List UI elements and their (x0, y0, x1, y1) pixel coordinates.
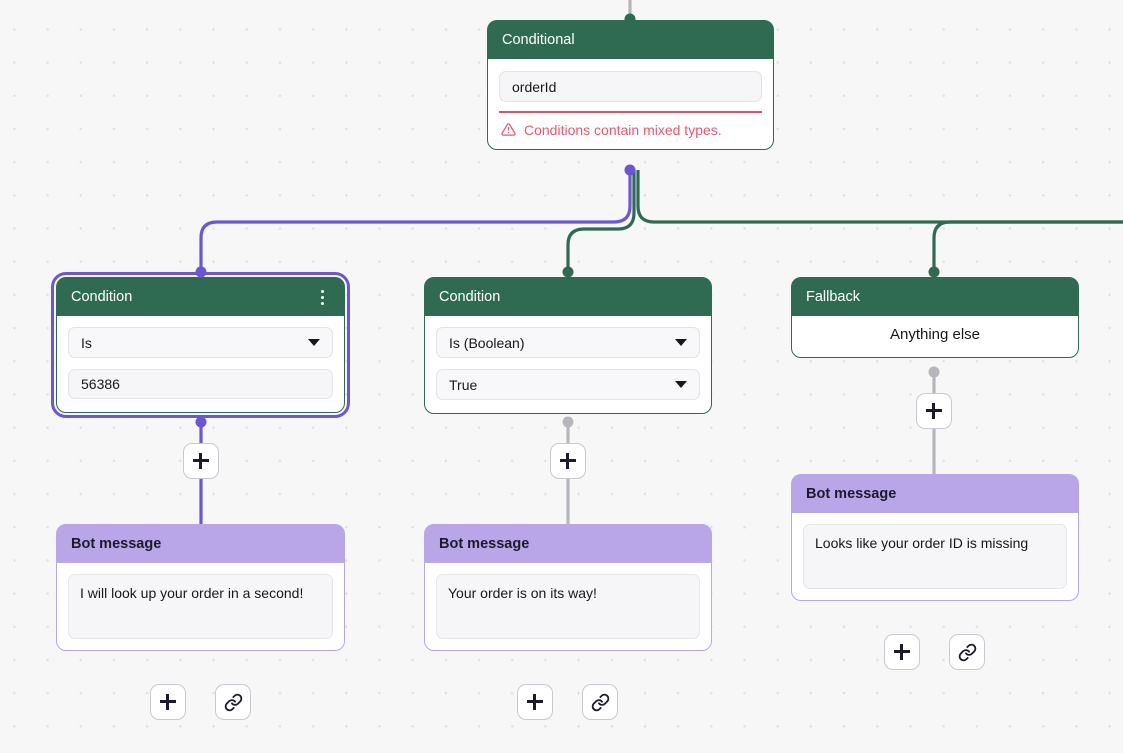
node-bot-message-left[interactable]: Bot message I will look up your order in… (56, 524, 345, 651)
handle-condition-middle-top (562, 266, 574, 278)
node-conditional-title: Conditional (502, 32, 575, 48)
chevron-down-icon (675, 381, 687, 388)
link-node-button-fallback-end[interactable] (949, 634, 985, 670)
link-node-button-middle-end[interactable] (582, 684, 618, 720)
edge-conditional-right-trunk (636, 170, 1123, 224)
link-icon (591, 693, 609, 711)
add-node-button-fallback-branch[interactable] (916, 393, 952, 429)
chevron-down-icon (308, 339, 320, 346)
plus-icon (193, 453, 209, 469)
node-fallback-title: Fallback (806, 289, 860, 305)
link-icon (958, 643, 976, 661)
conditional-error-text: Conditions contain mixed types. (524, 121, 722, 138)
node-bot-message-right-header: Bot message (792, 475, 1078, 513)
node-bot-message-middle[interactable]: Bot message Your order is on its way! (424, 524, 712, 651)
handle-conditional-bottom (624, 164, 636, 176)
node-condition-left-header: Condition (57, 278, 344, 316)
plus-icon (160, 694, 176, 710)
node-bot-message-right-title: Bot message (806, 486, 897, 502)
condition-left-value-input[interactable]: 56386 (68, 369, 333, 399)
handle-condition-middle-bottom (562, 416, 574, 428)
plus-icon (560, 453, 576, 469)
handle-fallback-bottom (928, 366, 940, 378)
warning-triangle-icon (501, 122, 516, 136)
add-node-button-middle-end[interactable] (517, 684, 553, 720)
plus-icon (926, 403, 942, 419)
conditional-error: Conditions contain mixed types. (499, 113, 762, 142)
node-condition-middle-body: Is (Boolean) True (425, 316, 711, 413)
more-vertical-icon[interactable] (314, 288, 330, 306)
conditional-variable-input[interactable]: orderId (499, 71, 762, 102)
node-condition-left-title: Condition (71, 289, 133, 305)
node-bot-message-left-body: I will look up your order in a second! (57, 563, 344, 650)
handle-condition-left-bottom (195, 416, 207, 428)
plus-icon (527, 694, 543, 710)
plus-icon (894, 644, 910, 660)
condition-middle-operator-value: Is (Boolean) (449, 334, 525, 351)
add-node-button-left-branch[interactable] (183, 443, 219, 479)
node-condition-middle-header: Condition (425, 278, 711, 316)
node-bot-message-left-header: Bot message (57, 525, 344, 563)
error-divider (499, 111, 762, 113)
node-conditional-header: Conditional (488, 21, 773, 59)
bot-message-right-text[interactable]: Looks like your order ID is missing (803, 524, 1067, 589)
node-bot-message-middle-title: Bot message (439, 536, 530, 552)
chevron-down-icon (675, 339, 687, 346)
node-bot-message-middle-body: Your order is on its way! (425, 563, 711, 650)
node-bot-message-right[interactable]: Bot message Looks like your order ID is … (791, 474, 1079, 601)
node-condition-middle-title: Condition (439, 289, 501, 305)
bot-message-left-text[interactable]: I will look up your order in a second! (68, 574, 333, 639)
node-condition-middle[interactable]: Condition Is (Boolean) True (424, 277, 712, 414)
node-bot-message-left-title: Bot message (71, 536, 162, 552)
link-node-button-left-end[interactable] (215, 684, 251, 720)
node-fallback-header: Fallback (792, 278, 1078, 316)
add-node-button-middle-branch[interactable] (550, 443, 586, 479)
condition-left-operator-select[interactable]: Is (68, 327, 333, 358)
node-conditional[interactable]: Conditional orderId Conditions contain m… (487, 20, 774, 151)
node-condition-left-body: Is 56386 (57, 316, 344, 412)
handle-condition-left-top (195, 266, 207, 278)
link-icon (224, 693, 242, 711)
condition-left-operator-value: Is (81, 334, 92, 351)
handle-fallback-top (928, 266, 940, 278)
node-condition-left[interactable]: Condition Is 56386 (51, 272, 350, 418)
edge-conditional-to-fallback (932, 220, 1123, 274)
node-bot-message-right-body: Looks like your order ID is missing (792, 513, 1078, 600)
condition-middle-value-select[interactable]: True (436, 369, 700, 400)
condition-middle-operator-select[interactable]: Is (Boolean) (436, 327, 700, 358)
fallback-description: Anything else (889, 326, 981, 343)
node-bot-message-middle-header: Bot message (425, 525, 711, 563)
handle-conditional-top (624, 13, 636, 25)
add-node-button-fallback-end[interactable] (884, 634, 920, 670)
bot-message-middle-text[interactable]: Your order is on its way! (436, 574, 700, 639)
add-node-button-left-end[interactable] (150, 684, 186, 720)
edge-conditional-to-condition-middle (566, 168, 636, 274)
node-conditional-body: orderId Conditions contain mixed types. (488, 59, 773, 149)
edge-conditional-to-condition-left (199, 168, 632, 274)
condition-middle-value: True (449, 376, 478, 393)
node-fallback[interactable]: Fallback Anything else (791, 277, 1079, 358)
